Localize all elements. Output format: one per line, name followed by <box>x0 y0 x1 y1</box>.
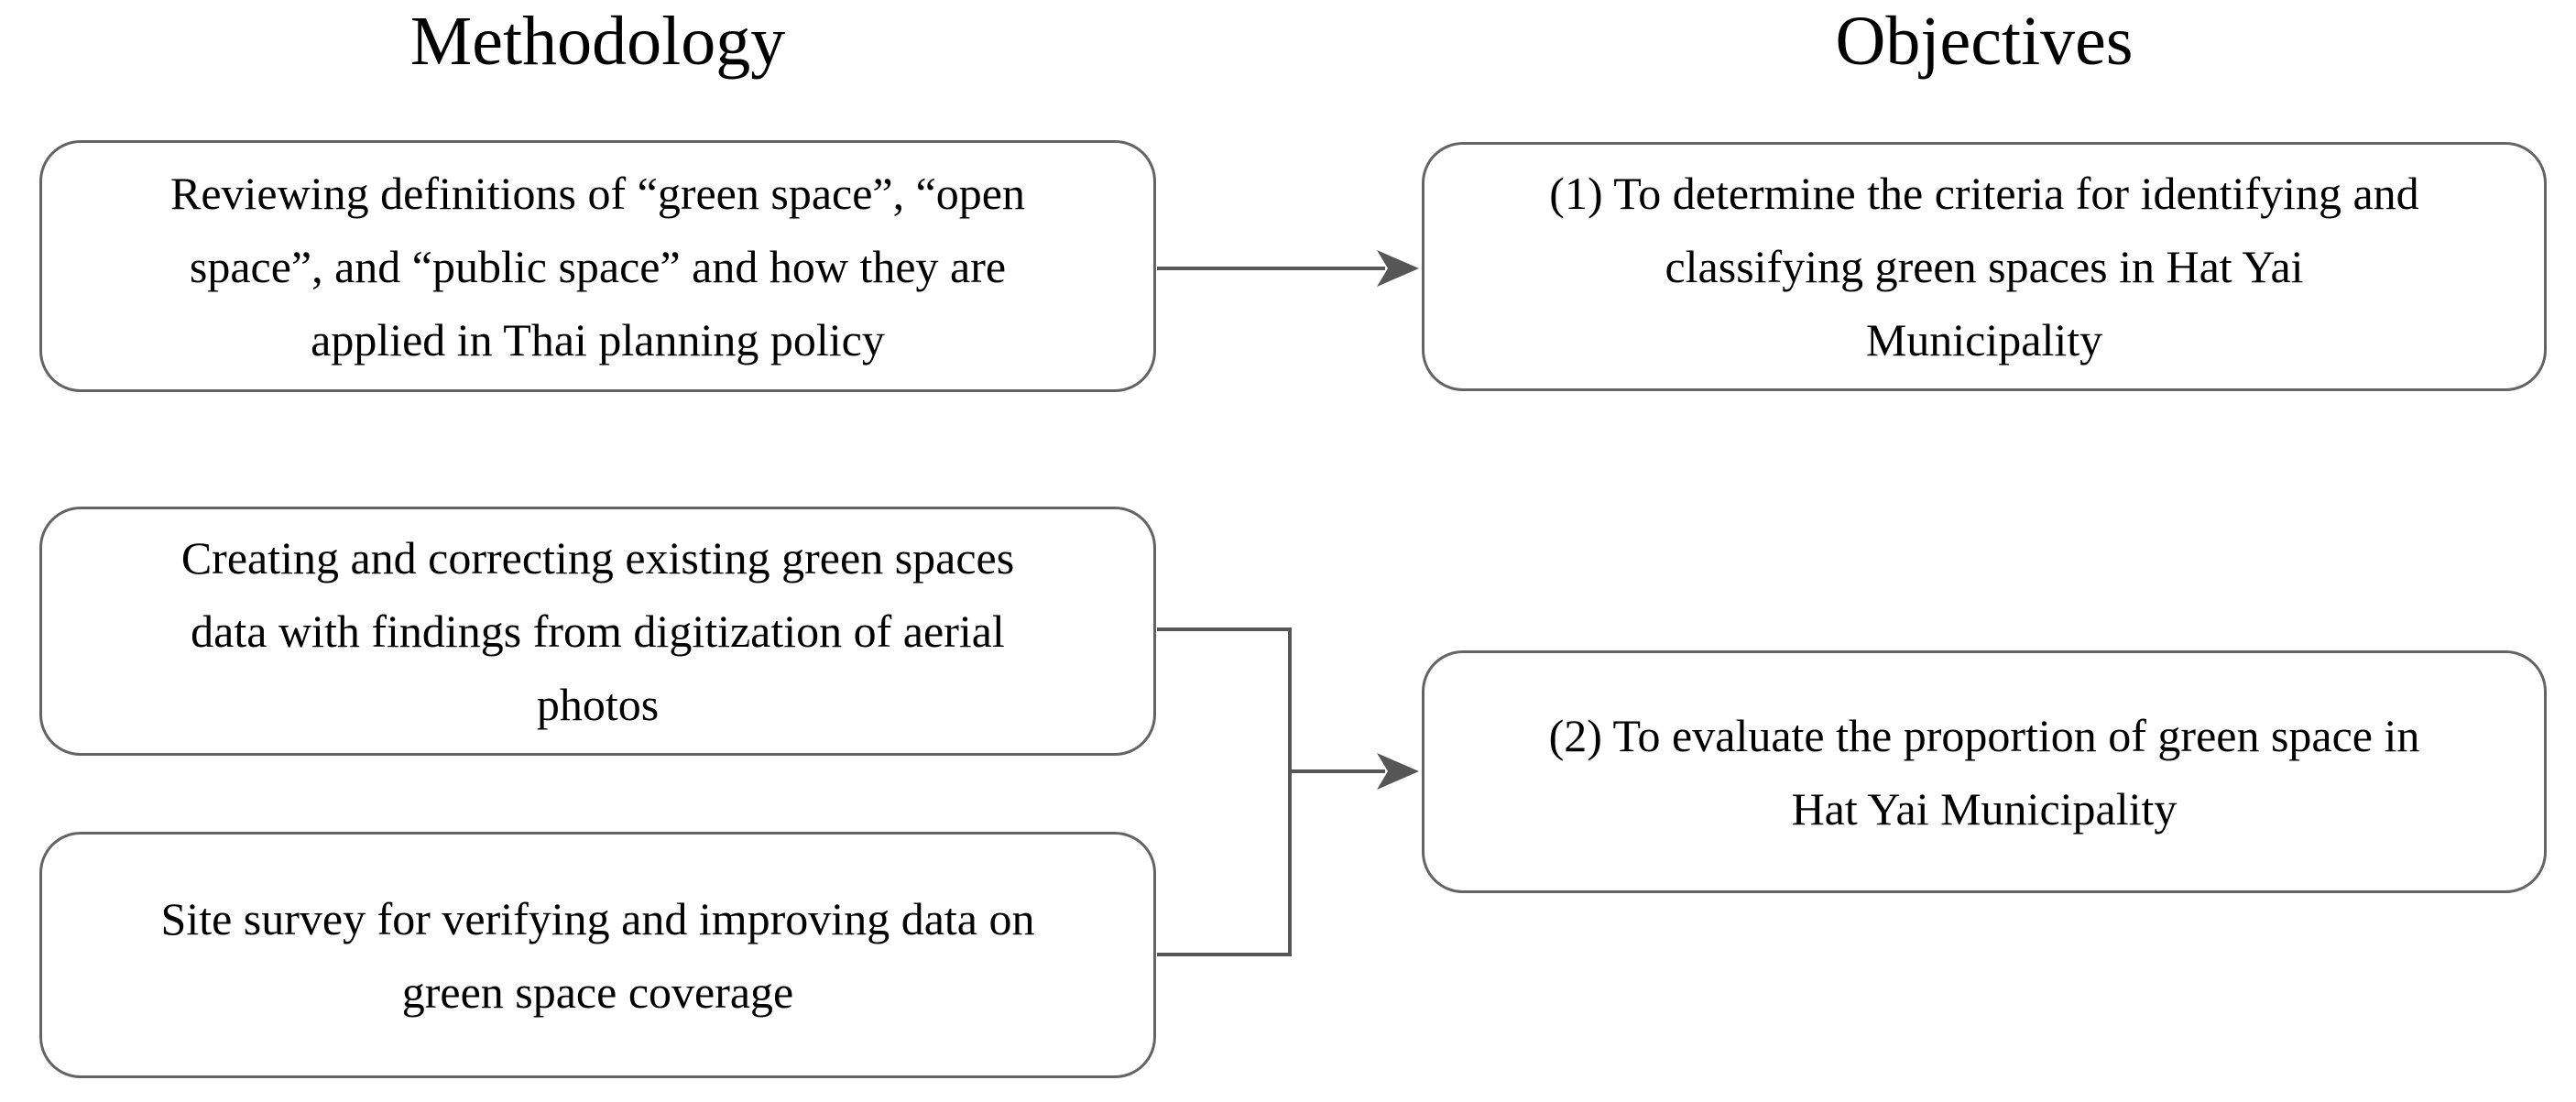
arrowhead-right-icon <box>1377 753 1419 790</box>
methodology-box-reviewing-definitions: Reviewing definitions of “green space”, … <box>39 140 1156 392</box>
methodology-box-creating-correcting-data: Creating and correcting existing green s… <box>39 507 1156 756</box>
objective-box-1-determine-criteria: (1) To determine the criteria for identi… <box>1422 142 2547 391</box>
objective-box-2-evaluate-proportion: (2) To evaluate the proportion of green … <box>1422 650 2547 893</box>
methodology-box-site-survey: Site survey for verifying and improving … <box>39 832 1156 1078</box>
objectives-column-title: Objectives <box>1835 3 2134 80</box>
methodology-box-1-text: Reviewing definitions of “green space”, … <box>170 167 1025 366</box>
objective-box-1-text: (1) To determine the criteria for identi… <box>1549 168 2419 366</box>
objective-box-2-text: (2) To evaluate the proportion of green … <box>1548 709 2420 835</box>
arrowhead-right-icon <box>1377 250 1419 287</box>
methodology-column-title: Methodology <box>409 3 786 80</box>
methodology-box-3-text: Site survey for verifying and improving … <box>160 892 1035 1018</box>
methodology-box-2-text: Creating and correcting existing green s… <box>180 532 1015 730</box>
